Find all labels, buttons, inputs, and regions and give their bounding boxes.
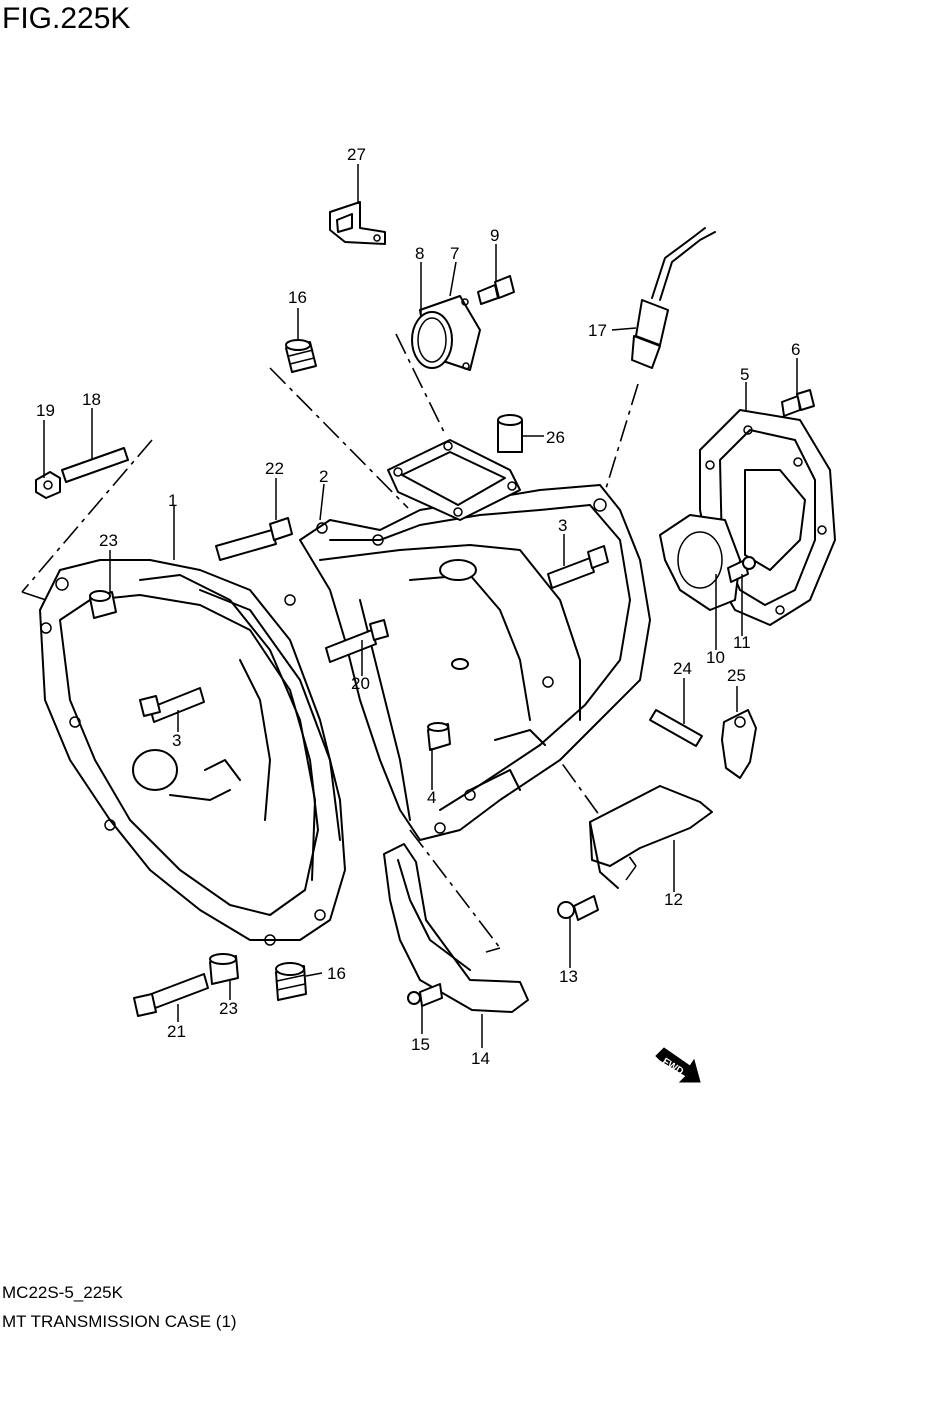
callout-3b: 3 — [172, 731, 181, 750]
part-16-plug-lower — [275, 962, 307, 1001]
part-6-bolt — [781, 389, 815, 417]
part-20-bolt — [325, 619, 389, 663]
callout-15: 15 — [411, 1035, 430, 1054]
callout-18: 18 — [82, 390, 101, 409]
callout-leaders — [43, 164, 798, 1048]
callout-12: 12 — [664, 890, 683, 909]
part-16-plug-upper — [285, 339, 317, 373]
part-26-dowel-pin — [497, 414, 523, 453]
callout-3a: 3 — [558, 516, 567, 535]
part-24-stud — [649, 709, 703, 747]
callout-22: 22 — [265, 459, 284, 478]
callout-26: 26 — [546, 428, 565, 447]
part-25-plate — [721, 709, 757, 779]
callout-6: 6 — [791, 340, 800, 359]
callout-11: 11 — [733, 633, 751, 652]
diagram-name: MT TRANSMISSION CASE (1) — [2, 1312, 237, 1331]
part-27-bracket — [329, 201, 386, 245]
part-17-sensor — [631, 227, 716, 369]
callout-9: 9 — [490, 226, 499, 245]
callout-23b: 23 — [219, 999, 238, 1018]
callout-20: 20 — [351, 674, 370, 693]
part-3-bolt-left — [139, 687, 205, 723]
part-19-nut — [35, 471, 61, 499]
part-10-gasket — [659, 514, 741, 611]
part-4-sleeve — [427, 722, 451, 751]
callout-8: 8 — [415, 244, 424, 263]
callout-10: 10 — [706, 648, 725, 667]
part-2-transmission-case — [299, 484, 651, 841]
callout-7: 7 — [450, 244, 459, 263]
part-3-bolt-right — [547, 545, 609, 589]
part-22-bolt — [215, 517, 293, 561]
part-23-sleeve-lower — [209, 953, 239, 985]
top-shift-flange — [387, 439, 521, 521]
part-21-bolt — [133, 973, 209, 1017]
callout-25: 25 — [727, 666, 746, 685]
part-14-bracket — [383, 843, 529, 1013]
fwd-arrow-icon: FWD — [655, 1047, 701, 1083]
part-18-stud-bolt — [61, 447, 129, 483]
part-1-bellhousing-case — [39, 559, 346, 946]
callout-13: 13 — [559, 967, 578, 986]
part-8-seal-ring — [411, 311, 453, 369]
callout-5: 5 — [740, 365, 749, 384]
part-9-bolt — [477, 275, 515, 305]
diagram-code: MC22S-5_225K — [2, 1283, 123, 1302]
callout-16a: 16 — [288, 288, 307, 307]
callout-2: 2 — [319, 467, 328, 486]
callout-4: 4 — [427, 788, 436, 807]
callout-24: 24 — [673, 659, 692, 678]
callout-27: 27 — [347, 145, 366, 164]
part-13-bolt — [557, 895, 599, 921]
part-15-bolt — [407, 983, 443, 1007]
part-12-guide — [589, 785, 713, 889]
part-23-sleeve-upper — [89, 590, 117, 619]
callout-21: 21 — [167, 1022, 186, 1041]
figure-title: FIG.225K — [2, 2, 131, 35]
part-11-bolt — [727, 556, 756, 583]
callout-numbers: 27 8 7 9 17 16 6 5 19 18 26 22 2 1 3 23 … — [36, 145, 800, 1068]
callout-1: 1 — [168, 491, 177, 510]
callout-19: 19 — [36, 401, 55, 420]
callout-14: 14 — [471, 1049, 490, 1068]
callout-23a: 23 — [99, 531, 118, 550]
callout-17: 17 — [588, 321, 607, 340]
callout-16b: 16 — [327, 964, 346, 983]
fwd-label: FWD — [660, 1056, 685, 1077]
